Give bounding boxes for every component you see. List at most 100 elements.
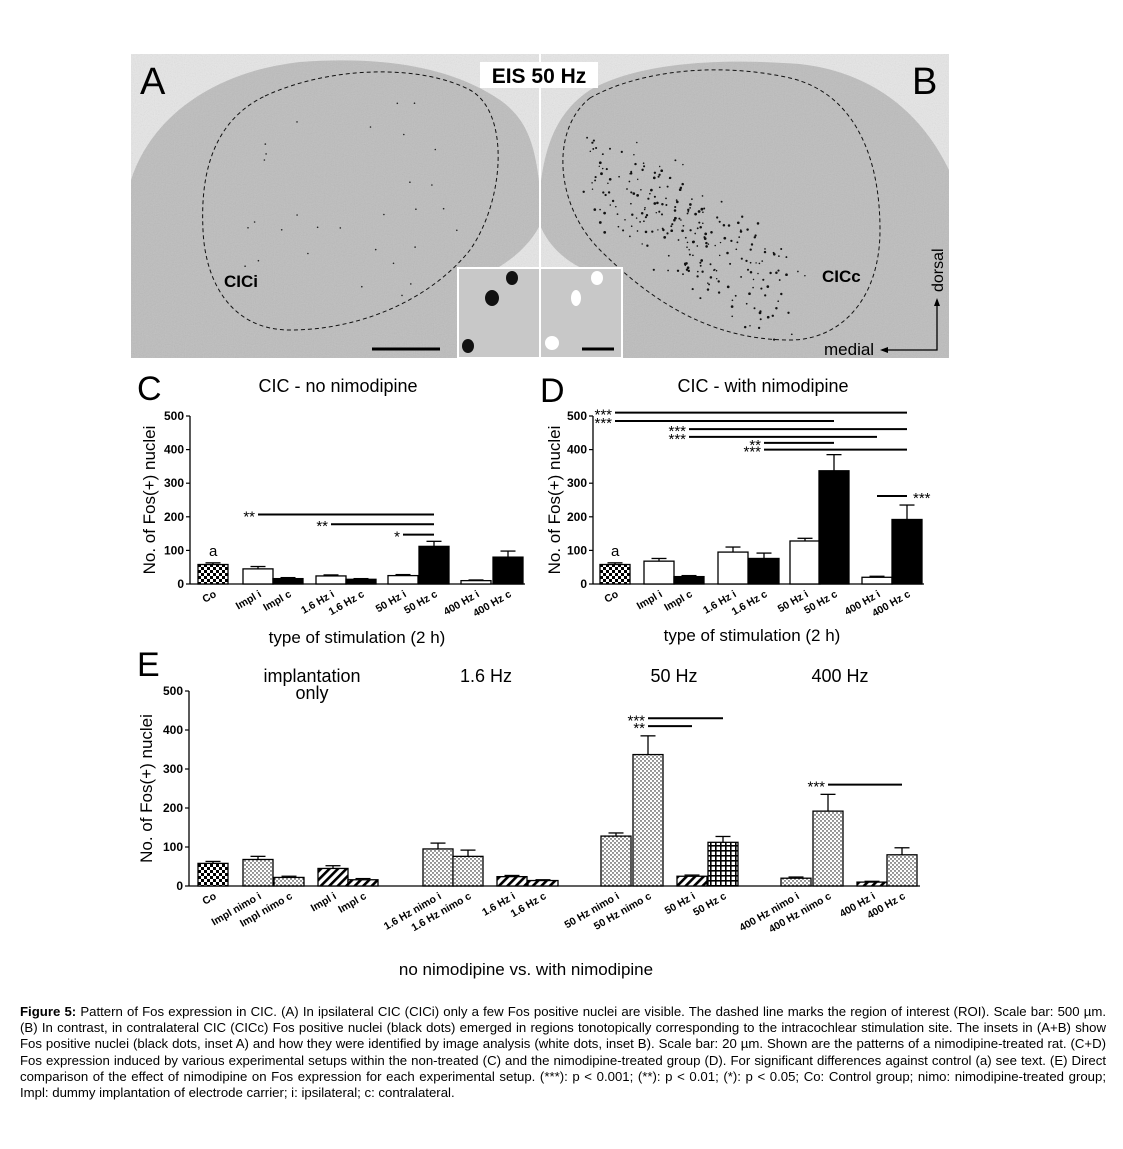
nucleus-dot <box>639 221 641 223</box>
nucleus-dot <box>684 236 687 239</box>
nucleus-dot <box>624 219 626 221</box>
category-label: Impl i <box>635 588 665 612</box>
bar <box>643 560 675 585</box>
group-label: 1.6 Hz <box>460 666 512 686</box>
nucleus-dot <box>694 232 697 235</box>
nucleus-dot <box>740 275 743 278</box>
nucleus-dot <box>692 240 695 243</box>
significance-stars: *** <box>668 431 686 448</box>
nucleus-dot <box>687 210 690 213</box>
nucleus-dot <box>730 305 734 308</box>
bar <box>673 575 705 585</box>
nucleus-dot <box>699 261 702 264</box>
nucleus-dot <box>671 223 674 226</box>
nucleus-dot <box>677 239 680 241</box>
nucleus-dot <box>600 172 603 176</box>
nucleus-dot <box>749 261 752 264</box>
nucleus-dot <box>602 191 605 194</box>
nucleus-dot <box>752 278 755 281</box>
nucleus-dot <box>694 212 697 216</box>
nucleus-dot <box>717 291 721 294</box>
nucleus-dot <box>709 276 713 279</box>
nucleus-dot <box>722 224 726 227</box>
nucleus-dot <box>675 199 678 201</box>
nucleus-dot <box>738 236 741 238</box>
nucleus-dot <box>616 213 619 215</box>
category-label: 50 Hz c <box>802 588 839 617</box>
nucleus-dot <box>674 205 677 209</box>
category-label: 1.6 Hz c <box>509 890 549 920</box>
nucleus-dot <box>442 207 445 210</box>
nucleus-dot <box>591 141 594 144</box>
nucleus-dot <box>741 215 744 218</box>
bar <box>492 556 524 585</box>
nucleus-dot <box>762 278 765 281</box>
nucleus-dot <box>696 245 699 247</box>
axis-medial-label: medial <box>824 340 874 359</box>
bar <box>707 841 739 887</box>
bar <box>856 881 888 887</box>
nucleus-dot <box>622 229 625 232</box>
nucleus-dot <box>630 202 632 205</box>
nucleus-dot <box>682 163 684 166</box>
nucleus-dot <box>296 214 298 216</box>
nucleus-dot <box>640 188 642 191</box>
chart-title: CIC - no nimodipine <box>258 376 417 396</box>
bar <box>197 563 229 585</box>
nucleus-dot <box>727 224 731 227</box>
nucleus-dot <box>410 283 412 285</box>
nucleus-dot <box>691 288 694 291</box>
nucleus-dot <box>753 307 756 310</box>
y-tick-label: 400 <box>163 723 183 737</box>
nucleus-dot <box>611 199 615 203</box>
y-tick-label: 500 <box>163 684 183 698</box>
nucleus-dot <box>383 213 385 216</box>
nucleus-dot <box>662 228 665 232</box>
nucleus-dot <box>678 217 681 220</box>
nucleus-dot <box>591 182 593 184</box>
nucleus-dot <box>686 266 690 270</box>
nucleus-dot <box>701 195 704 197</box>
nucleus-dot <box>660 169 664 173</box>
nucleus-dot <box>688 248 690 251</box>
nucleus-dot <box>691 198 693 200</box>
nucleus-dot <box>652 176 656 180</box>
nucleus-dot <box>705 245 708 248</box>
nucleus-dot <box>749 325 751 327</box>
nucleus-dot <box>656 201 659 205</box>
nucleus-dot <box>679 186 683 190</box>
nucleus-dot <box>699 225 702 229</box>
nucleus-dot <box>771 314 774 317</box>
nucleus-dot <box>668 176 672 180</box>
nucleus-dot <box>753 236 757 239</box>
bar <box>527 879 559 887</box>
nucleus-dot <box>716 216 719 219</box>
significance-stars: ** <box>243 508 255 525</box>
nucleus-dot <box>667 269 669 272</box>
y-tick-label: 200 <box>164 510 184 524</box>
caption-label: Figure 5: <box>20 1004 77 1019</box>
bar <box>347 879 379 887</box>
nucleus-dot <box>592 147 595 150</box>
nucleus-dot <box>636 230 639 232</box>
nucleus-dot <box>665 204 668 206</box>
nucleus-dot <box>650 188 653 192</box>
nucleus-dot <box>757 272 759 275</box>
category-label: Co <box>200 890 218 907</box>
nucleus-dot <box>630 191 633 194</box>
nucleus-dot <box>676 200 679 203</box>
nucleus-dot <box>666 232 669 235</box>
nucleus-dot <box>658 173 661 176</box>
nucleus-dot <box>609 147 611 150</box>
caption-text: Pattern of Fos expression in CIC. (A) In… <box>20 1004 1106 1101</box>
nucleus-dot <box>739 230 743 233</box>
y-tick-label: 200 <box>163 801 183 815</box>
nucleus-dot <box>641 243 643 245</box>
nucleus-dot <box>745 259 748 263</box>
nucleus-dot <box>607 191 611 194</box>
nucleus-dot <box>688 253 691 256</box>
y-axis-label: No. of Fos(+) nuclei <box>140 426 159 575</box>
bar <box>272 577 304 585</box>
bar <box>496 875 528 887</box>
nucleus-dot <box>607 182 609 184</box>
